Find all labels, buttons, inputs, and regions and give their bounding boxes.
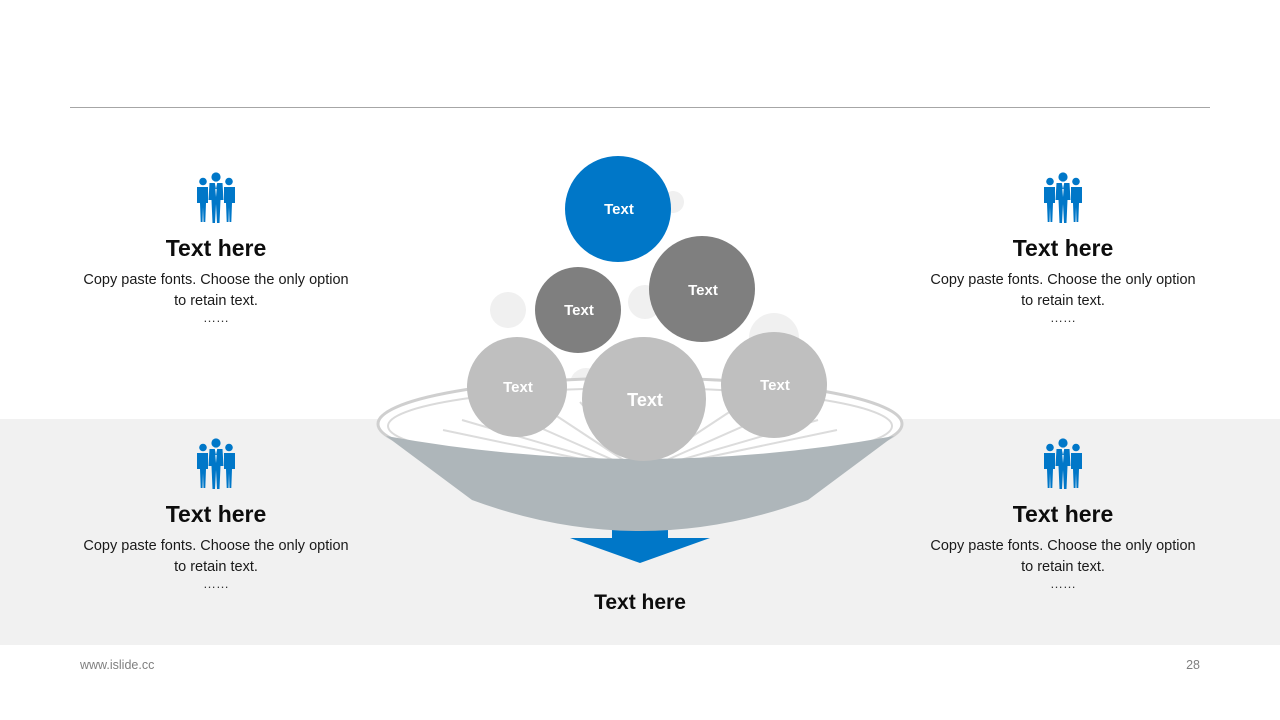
page-number: 28 (1186, 658, 1200, 672)
header-divider (70, 107, 1210, 108)
card-body: Copy paste fonts. Choose the only option… (930, 538, 1196, 575)
card-body: Copy paste fonts. Choose the only option… (83, 272, 349, 309)
card-title: Text here (1012, 235, 1114, 261)
down-arrow-icon (570, 518, 710, 563)
card-ellipsis: …… (203, 310, 229, 325)
card-body: Copy paste fonts. Choose the only option… (930, 272, 1196, 309)
card-title: Text here (165, 501, 267, 527)
card-title: Text here (165, 235, 267, 261)
card-bottom-left: Text here Copy paste fonts. Choose the o… (78, 438, 354, 591)
team-icon (1044, 438, 1082, 489)
team-icon (197, 438, 235, 489)
ball-label: Text (688, 282, 718, 299)
ball-label: Text (564, 302, 594, 319)
card-top-right: Text here Copy paste fonts. Choose the o… (925, 172, 1201, 325)
ball-center (582, 337, 706, 461)
card-body: Copy paste fonts. Choose the only option… (83, 538, 349, 575)
card-ellipsis: …… (1050, 576, 1076, 591)
card-ellipsis: …… (203, 576, 229, 591)
ball-label: Text (503, 379, 533, 396)
card-bottom-right: Text here Copy paste fonts. Choose the o… (925, 438, 1201, 591)
team-icon (197, 172, 235, 223)
ball-label: Text (760, 377, 790, 394)
bowl-body (386, 436, 894, 531)
ball-label: Text (604, 201, 634, 218)
ball-top (565, 156, 671, 262)
card-ellipsis: …… (1050, 310, 1076, 325)
ball-bottom-right (721, 332, 827, 438)
ball-group (467, 156, 827, 461)
team-icon (1044, 172, 1082, 223)
footer-website: www.islide.cc (80, 658, 155, 672)
card-title: Text here (1012, 501, 1114, 527)
bowl-caption: Text here (594, 591, 686, 614)
ball-bottom-left (467, 337, 567, 437)
card-top-left: Text here Copy paste fonts. Choose the o… (78, 172, 354, 325)
ball-mid-right (649, 236, 755, 342)
ball-label: Text (627, 390, 663, 410)
ball-mid-left (535, 267, 621, 353)
